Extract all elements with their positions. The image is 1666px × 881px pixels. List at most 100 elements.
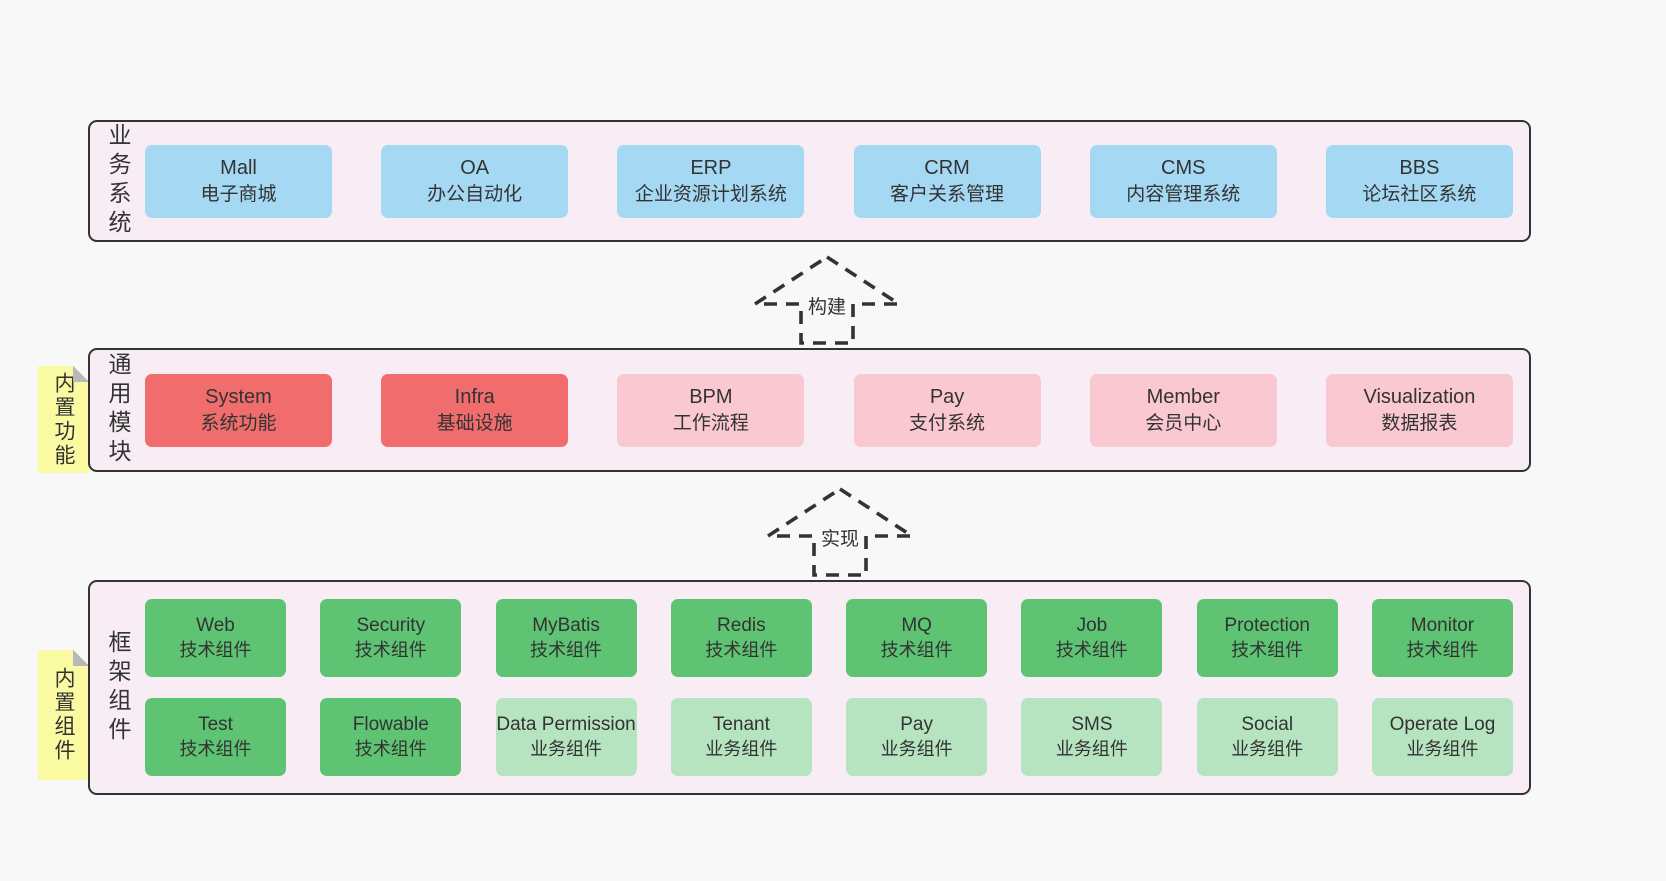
box-title: Mall bbox=[220, 156, 257, 179]
arrow-build-label: 构建 bbox=[804, 292, 850, 319]
box-subtitle: 会员中心 bbox=[1145, 412, 1222, 434]
box-title: CRM bbox=[924, 156, 970, 179]
panel-framework-label: 框架组件 bbox=[105, 629, 131, 746]
panel-modules-label: 通用模块 bbox=[105, 352, 131, 468]
box-infra: Infra 基础设施 bbox=[381, 373, 569, 447]
box-system: System 系统功能 bbox=[145, 373, 332, 447]
box-subtitle: 客户关系管理 bbox=[890, 183, 1005, 205]
note-label: 内置功能 bbox=[52, 371, 75, 468]
box-subtitle: 工作流程 bbox=[672, 412, 749, 434]
framework-row-1: Web 技术组件 Security 技术组件 MyBatis 技术组件 Redi… bbox=[145, 599, 1513, 677]
box-subtitle: 业务组件 bbox=[530, 738, 603, 759]
box-subtitle: 基础设施 bbox=[436, 412, 513, 434]
box-subtitle: 技术组件 bbox=[530, 639, 603, 660]
arrow-build: 构建 bbox=[752, 254, 902, 346]
box-visualization: Visualization 数据报表 bbox=[1325, 373, 1513, 447]
box-subtitle: 技术组件 bbox=[1231, 639, 1304, 660]
box-title: Monitor bbox=[1410, 615, 1475, 637]
box-redis: Redis 技术组件 bbox=[670, 599, 812, 677]
box-subtitle: 系统功能 bbox=[200, 412, 277, 434]
box-title: Security bbox=[356, 615, 426, 637]
panel-label-zone: 通用模块 bbox=[90, 350, 145, 470]
folded-corner bbox=[73, 366, 89, 382]
box-subtitle: 技术组件 bbox=[880, 639, 953, 660]
box-title: Infra bbox=[454, 385, 495, 408]
box-subtitle: 技术组件 bbox=[354, 738, 427, 759]
box-subtitle: 支付系统 bbox=[909, 412, 986, 434]
note-label: 内置组件 bbox=[52, 667, 75, 763]
box-data-permission: Data Permission 业务组件 bbox=[495, 698, 637, 776]
box-member: Member 会员中心 bbox=[1089, 373, 1277, 447]
box-title: ERP bbox=[690, 156, 732, 179]
box-subtitle: 电子商城 bbox=[200, 183, 277, 205]
box-title: Redis bbox=[717, 615, 766, 637]
box-erp: ERP 企业资源计划系统 bbox=[617, 144, 805, 218]
box-title: Operate Log bbox=[1389, 714, 1496, 736]
box-title: Pay bbox=[929, 385, 965, 408]
sticky-note-builtin-components: 内置组件 bbox=[38, 650, 89, 780]
box-subtitle: 技术组件 bbox=[354, 639, 427, 660]
box-title: CMS bbox=[1161, 156, 1206, 179]
box-subtitle: 论坛社区系统 bbox=[1362, 183, 1477, 205]
box-title: Flowable bbox=[352, 714, 429, 736]
box-subtitle: 数据报表 bbox=[1381, 412, 1458, 434]
panel-framework-components: 框架组件 Web 技术组件 Security 技术组件 MyBatis 技术组件… bbox=[88, 580, 1531, 795]
box-subtitle: 技术组件 bbox=[1055, 639, 1128, 660]
box-mq: MQ 技术组件 bbox=[846, 599, 988, 677]
box-title: Job bbox=[1076, 615, 1108, 637]
box-subtitle: 技术组件 bbox=[179, 738, 252, 759]
box-flowable: Flowable 技术组件 bbox=[320, 698, 462, 776]
box-title: BBS bbox=[1399, 156, 1440, 179]
box-title: SMS bbox=[1071, 714, 1113, 736]
panel-business-systems: 业务系统 Mall 电子商城 OA 办公自动化 ERP 企业资源计划系统 CRM… bbox=[88, 120, 1531, 242]
business-boxes-row: Mall 电子商城 OA 办公自动化 ERP 企业资源计划系统 CRM 客户关系… bbox=[145, 144, 1529, 218]
sticky-note-builtin-features: 内置功能 bbox=[38, 366, 89, 473]
modules-boxes-row: System 系统功能 Infra 基础设施 BPM 工作流程 Pay 支付系统… bbox=[145, 373, 1529, 447]
box-title: MQ bbox=[901, 615, 932, 637]
box-title: Pay bbox=[900, 714, 933, 736]
box-title: Member bbox=[1146, 385, 1220, 408]
box-protection: Protection 技术组件 bbox=[1196, 599, 1338, 677]
box-subtitle: 技术组件 bbox=[179, 639, 252, 660]
framework-row-2: Test 技术组件 Flowable 技术组件 Data Permission … bbox=[145, 698, 1513, 776]
box-title: System bbox=[205, 385, 272, 408]
box-bbs: BBS 论坛社区系统 bbox=[1325, 144, 1513, 218]
box-subtitle: 业务组件 bbox=[1055, 738, 1128, 759]
box-bpm: BPM 工作流程 bbox=[617, 373, 805, 447]
box-subtitle: 业务组件 bbox=[1406, 738, 1479, 759]
box-operate-log: Operate Log 业务组件 bbox=[1371, 698, 1513, 776]
box-pay-component: Pay 业务组件 bbox=[846, 698, 988, 776]
box-title: Test bbox=[198, 714, 233, 736]
box-subtitle: 业务组件 bbox=[705, 738, 778, 759]
up-arrow-icon bbox=[765, 486, 915, 577]
box-title: Protection bbox=[1224, 615, 1310, 637]
box-title: Web bbox=[196, 615, 235, 637]
folded-corner bbox=[73, 650, 89, 666]
box-title: Visualization bbox=[1363, 385, 1476, 408]
box-security: Security 技术组件 bbox=[320, 599, 462, 677]
box-title: BPM bbox=[689, 385, 733, 408]
up-arrow-icon bbox=[752, 254, 902, 345]
panel-label-zone: 框架组件 bbox=[90, 582, 145, 793]
box-title: Social bbox=[1241, 714, 1294, 736]
box-subtitle: 企业资源计划系统 bbox=[634, 183, 787, 205]
box-title: MyBatis bbox=[532, 615, 600, 637]
box-tenant: Tenant 业务组件 bbox=[670, 698, 812, 776]
box-cms: CMS 内容管理系统 bbox=[1089, 144, 1277, 218]
box-test: Test 技术组件 bbox=[145, 698, 286, 776]
arrow-implement-label: 实现 bbox=[817, 524, 863, 551]
box-subtitle: 业务组件 bbox=[1231, 738, 1304, 759]
arrow-implement: 实现 bbox=[765, 486, 915, 578]
panel-common-modules: 通用模块 System 系统功能 Infra 基础设施 BPM 工作流程 Pay… bbox=[88, 348, 1531, 472]
box-title: Data Permission bbox=[496, 714, 636, 736]
box-subtitle: 技术组件 bbox=[1406, 639, 1479, 660]
box-job: Job 技术组件 bbox=[1021, 599, 1163, 677]
box-title: OA bbox=[460, 156, 490, 179]
box-mybatis: MyBatis 技术组件 bbox=[495, 599, 637, 677]
framework-rows: Web 技术组件 Security 技术组件 MyBatis 技术组件 Redi… bbox=[145, 588, 1529, 787]
panel-business-label: 业务系统 bbox=[105, 123, 131, 239]
box-monitor: Monitor 技术组件 bbox=[1371, 599, 1513, 677]
box-subtitle: 办公自动化 bbox=[427, 183, 523, 205]
box-crm: CRM 客户关系管理 bbox=[853, 144, 1041, 218]
